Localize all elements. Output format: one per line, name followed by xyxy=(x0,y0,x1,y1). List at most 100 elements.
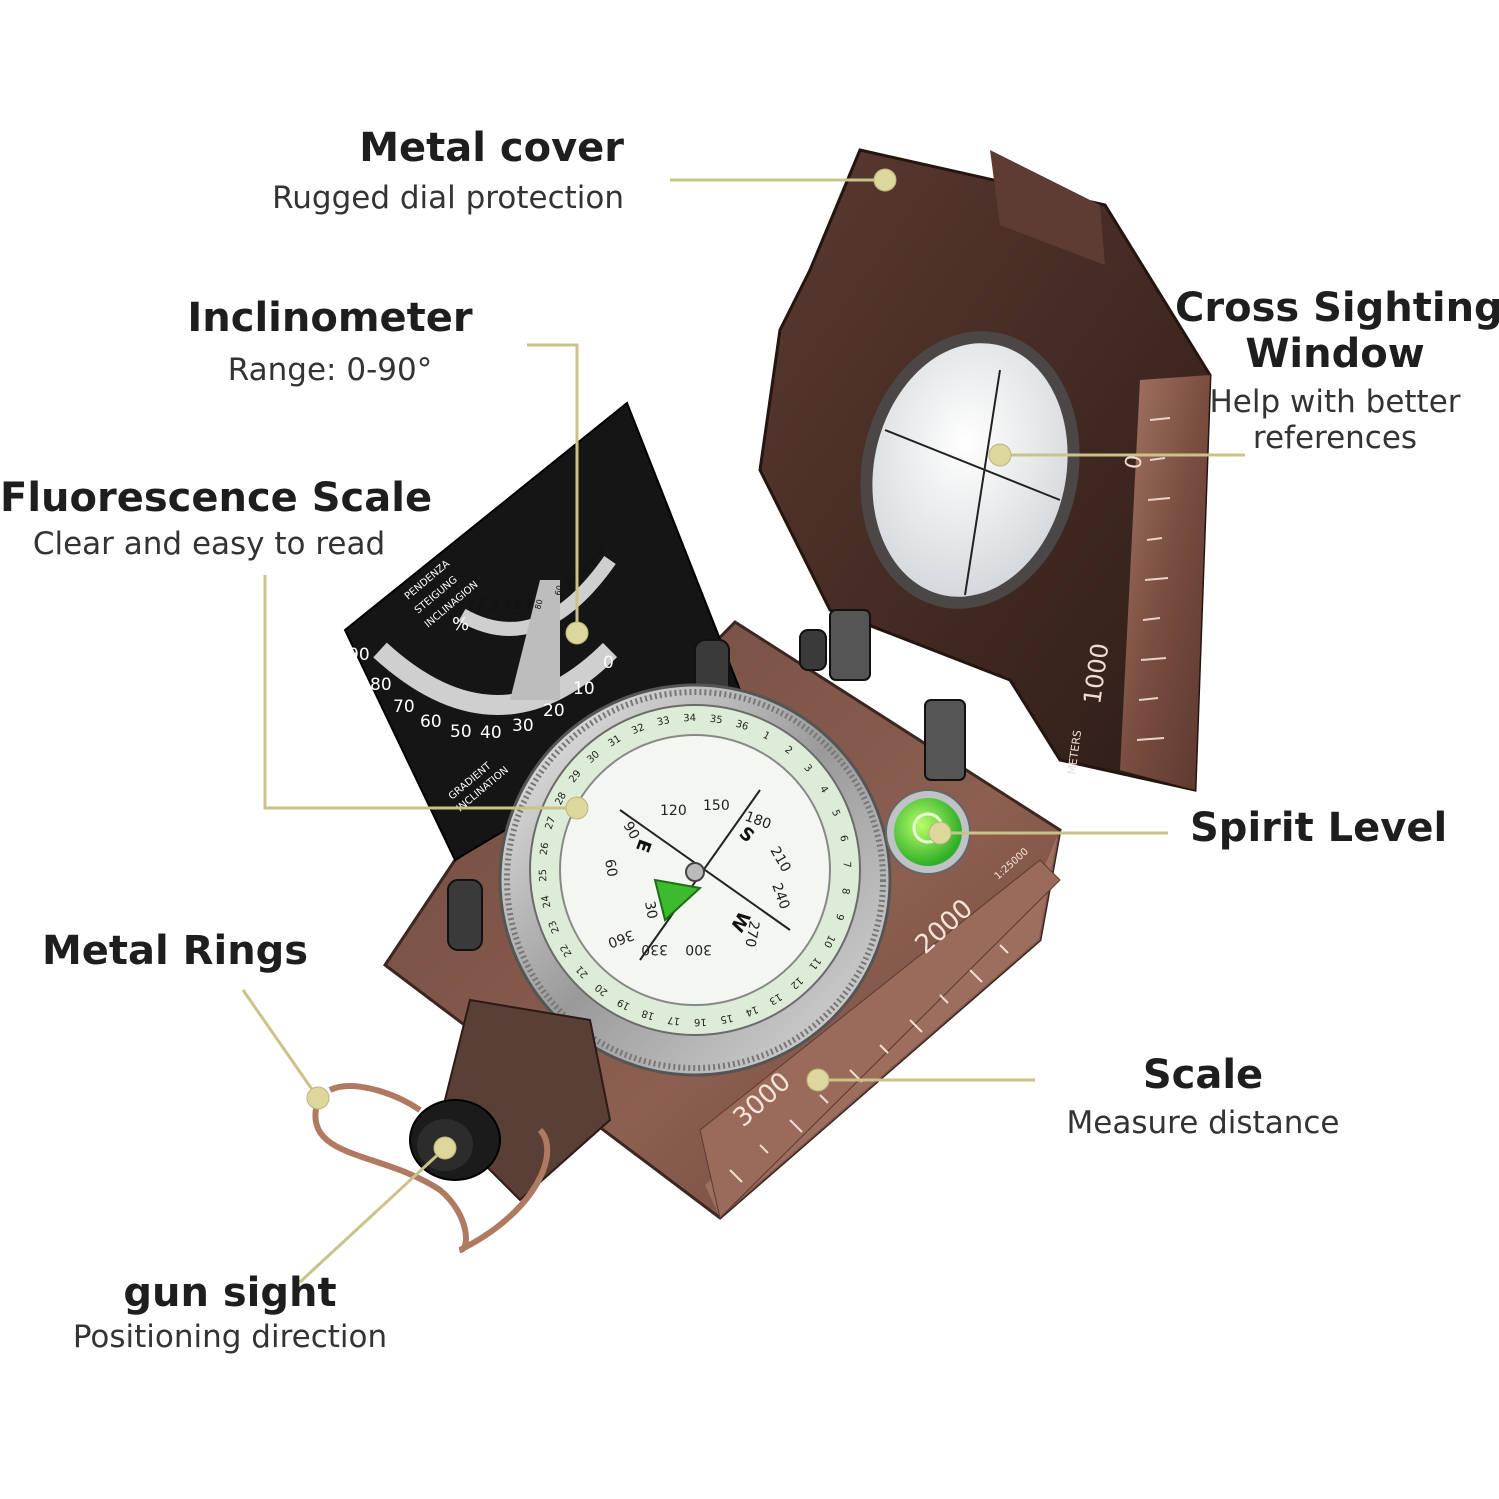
callout-title: Inclinometer xyxy=(187,295,473,341)
callout-metal-rings: Metal Rings xyxy=(42,928,308,974)
callout-desc: Range: 0-90° xyxy=(227,352,433,388)
mil-ring-label: 36 xyxy=(734,719,750,733)
callout-title: Metal cover xyxy=(359,125,624,171)
callout-title-line-1: Cross Sighting xyxy=(1175,285,1499,331)
callout-cross-sighting-window: Cross Sighting Window Help with better r… xyxy=(1175,285,1499,456)
percent-sign: % xyxy=(452,614,469,635)
dial-deg-300: 300 xyxy=(685,941,712,957)
pct-200: 200 xyxy=(488,597,501,614)
incl-degree-30: 30 xyxy=(512,716,534,736)
spirit-level-vial xyxy=(885,789,971,875)
callout-gun-sight: gun sight Positioning direction xyxy=(40,1270,420,1356)
dial-deg-60: 60 xyxy=(601,858,620,878)
compass-dial: 30 60 90 120 150 180 210 240 270 300 330… xyxy=(498,683,892,1077)
pct-120: 120 xyxy=(511,599,524,616)
mil-ring-label: 15 xyxy=(719,1012,734,1025)
metal-ring-wire xyxy=(312,1099,551,1253)
callout-spirit-level: Spirit Level xyxy=(1190,805,1447,851)
pct-150: 150 xyxy=(500,599,513,616)
hinge-posts xyxy=(447,609,966,951)
incl-degree-50: 50 xyxy=(450,722,472,742)
crosshair-horizontal xyxy=(884,429,1061,501)
mil-ring-label: 25 xyxy=(538,869,549,882)
incl-degree-40: 40 xyxy=(480,723,502,743)
mil-ring-label: 17 xyxy=(667,1014,681,1027)
leader-fluorescence-scale xyxy=(263,575,577,810)
mil-ring-label: 32 xyxy=(630,722,646,737)
mil-ring-label: 2 xyxy=(782,744,794,757)
mil-ring-label: 7 xyxy=(841,861,852,868)
mil-ring-label: 4 xyxy=(817,784,830,795)
mil-ring-label: 28 xyxy=(553,791,569,807)
pct-100: 100 xyxy=(521,597,534,614)
callout-scale: Scale Measure distance xyxy=(1048,1052,1358,1142)
dial-deg-330: 330 xyxy=(641,941,668,957)
leader-inclinometer xyxy=(527,343,579,633)
mil-ring-label: 19 xyxy=(616,996,632,1012)
callout-desc: Positioning direction xyxy=(72,1319,388,1355)
callout-title: Metal Rings xyxy=(42,928,309,974)
callout-desc-line-1: Help with better xyxy=(1209,384,1461,420)
crosshair-vertical xyxy=(964,369,1001,596)
callout-desc: Rugged dial protection xyxy=(272,180,624,216)
mil-ring-label: 14 xyxy=(744,1003,760,1018)
pct-80: 80 xyxy=(533,598,544,610)
mil-ring-label: 6 xyxy=(837,834,849,843)
dial-deg-90: 90 xyxy=(620,819,643,842)
mil-ring-label: 23 xyxy=(547,919,562,935)
dial-line-a xyxy=(619,809,791,931)
mil-ring-label: 8 xyxy=(839,887,851,895)
callout-title: Scale xyxy=(1142,1052,1264,1098)
gun-sight-assembly xyxy=(409,998,612,1202)
incl-degree-60: 60 xyxy=(420,712,442,732)
dial-deg-270: 270 xyxy=(741,919,761,948)
metal-cover-lid: 0 1000 METERS xyxy=(758,148,1212,792)
pct-30: 30 xyxy=(579,564,590,576)
callout-inclinometer: Inclinometer Range: 0-90° xyxy=(170,295,490,389)
incl-degree-20: 20 xyxy=(543,701,565,721)
leader-gun-sight xyxy=(298,1146,447,1284)
dial-deg-120: 120 xyxy=(660,803,687,819)
callout-desc-line-2: references xyxy=(1252,419,1418,456)
north-arrow-icon xyxy=(653,878,703,922)
mil-ring-label: 5 xyxy=(829,808,842,818)
callout-fluorescence-scale: Fluorescence Scale Clear and easy to rea… xyxy=(0,475,433,563)
callout-title: Fluorescence Scale xyxy=(0,475,433,521)
leader-lines xyxy=(241,178,1245,1284)
pct-60: 60 xyxy=(553,584,564,596)
ruler-unit-label: METERS xyxy=(1065,729,1084,775)
mil-ring-label: 33 xyxy=(656,715,671,728)
callout-title: Spirit Level xyxy=(1190,805,1448,851)
mil-ring-label: 9 xyxy=(833,912,845,921)
leader-metal-rings xyxy=(241,989,320,1099)
pct-50: 50 xyxy=(562,578,573,590)
pct-300: 300 xyxy=(475,595,488,612)
pct-400: 400 xyxy=(465,595,478,612)
leader-dots xyxy=(306,168,1012,1160)
mil-ring-label: 27 xyxy=(544,815,558,831)
incl-degree-90: 90 xyxy=(348,645,370,665)
dial-deg-150: 150 xyxy=(703,798,730,814)
mil-ring-label: 34 xyxy=(683,713,696,724)
pct-20: 20 xyxy=(587,554,598,566)
callout-desc: Measure distance xyxy=(1066,1105,1340,1141)
callout-title: gun sight xyxy=(123,1270,337,1316)
mil-ring-label: 35 xyxy=(709,714,723,727)
callout-title-line-2: Window xyxy=(1245,331,1425,377)
callout-desc: Clear and easy to read xyxy=(32,526,386,562)
mil-ring-label: 10 xyxy=(821,933,837,949)
incl-degree-80: 80 xyxy=(370,675,392,695)
mil-ring-label: 1 xyxy=(761,730,772,743)
dial-deg-30: 30 xyxy=(641,900,660,920)
incl-degree-70: 70 xyxy=(393,697,415,717)
mil-ring-label: 26 xyxy=(539,842,552,856)
callout-metal-cover: Metal cover Rugged dial protection xyxy=(272,125,624,217)
mil-ring-label: 24 xyxy=(540,894,553,909)
incl-degree-0: 0 xyxy=(603,653,614,673)
mil-ring-label: 16 xyxy=(694,1016,707,1027)
incl-degree-10: 10 xyxy=(573,679,595,699)
mil-ring-label: 18 xyxy=(640,1007,656,1021)
ruler-label-0: 0 xyxy=(1121,453,1148,470)
